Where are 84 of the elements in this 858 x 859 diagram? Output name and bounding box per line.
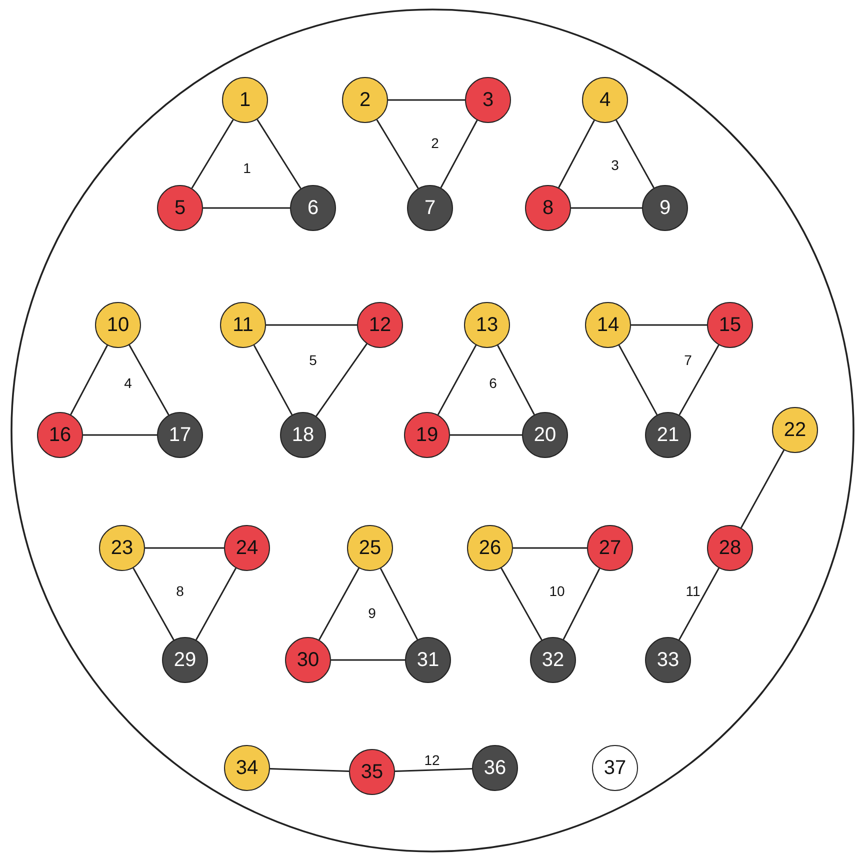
connector-line	[497, 345, 535, 415]
numbered-circle: 14	[585, 302, 631, 348]
numbered-circle: 30	[285, 637, 331, 683]
connector-line	[331, 659, 405, 661]
connector-line	[195, 568, 237, 640]
connector-line	[191, 119, 234, 189]
connector-line	[618, 344, 658, 416]
connector-line	[571, 207, 642, 209]
connector-line	[380, 568, 418, 640]
numbered-circle: 36	[472, 745, 518, 791]
numbered-circle: 7	[407, 185, 453, 231]
connector-line	[253, 344, 293, 416]
numbered-circle: 20	[522, 412, 568, 458]
connector-line	[203, 207, 290, 209]
group-number: 1	[243, 160, 251, 176]
numbered-circle: 2	[342, 77, 388, 123]
connector-line	[437, 344, 477, 416]
numbered-circle: 13	[464, 302, 510, 348]
numbered-circle: 34	[224, 745, 270, 791]
connector-line	[376, 119, 419, 189]
numbered-circle: 11	[220, 302, 266, 348]
group-number: 8	[176, 583, 184, 599]
numbered-circle: 5	[157, 185, 203, 231]
numbered-circle: 21	[645, 412, 691, 458]
connector-line	[316, 343, 368, 417]
numbered-circle: 26	[467, 525, 513, 571]
numbered-circle: 17	[157, 412, 203, 458]
group-number: 3	[611, 157, 619, 173]
numbered-circle: 18	[280, 412, 326, 458]
numbered-circle: 12	[357, 302, 403, 348]
connector-line	[266, 324, 357, 326]
connector-line	[256, 119, 302, 189]
numbered-circle: 15	[707, 302, 753, 348]
numbered-circle: 27	[587, 525, 633, 571]
connector-face-outline	[10, 8, 855, 853]
numbered-circle: 6	[290, 185, 336, 231]
numbered-circle: 31	[405, 637, 451, 683]
connector-line	[128, 344, 170, 416]
connector-line	[388, 99, 465, 101]
numbered-circle: 9	[642, 185, 688, 231]
group-number: 11	[686, 583, 700, 599]
numbered-circle: 8	[525, 185, 571, 231]
group-number: 7	[684, 352, 692, 368]
connector-line	[740, 450, 785, 528]
connector-line	[616, 120, 654, 188]
connector-line	[145, 547, 224, 549]
numbered-circle: 25	[347, 525, 393, 571]
group-number: 12	[424, 752, 440, 768]
numbered-circle: 19	[404, 412, 450, 458]
numbered-circle: 35	[349, 749, 395, 795]
numbered-circle: 32	[530, 637, 576, 683]
numbered-circle: 3	[465, 77, 511, 123]
connector-line	[631, 324, 707, 326]
connector-line	[394, 768, 472, 772]
connector-line	[513, 547, 587, 549]
numbered-circle: 28	[707, 525, 753, 571]
numbered-circle: 24	[224, 525, 270, 571]
group-number: 5	[309, 352, 317, 368]
numbered-circle: 16	[37, 412, 83, 458]
connector-line	[562, 568, 600, 640]
group-number: 9	[368, 605, 376, 621]
numbered-circle: 4	[582, 77, 628, 123]
connector-line	[132, 568, 174, 640]
numbered-circle: 37	[592, 745, 638, 791]
connector-line	[678, 568, 720, 640]
connector-line	[83, 434, 157, 436]
connector-line	[450, 434, 522, 436]
connector-line	[318, 568, 360, 640]
connector-line	[558, 120, 595, 188]
numbered-circle: 29	[162, 637, 208, 683]
numbered-circle: 22	[772, 407, 818, 453]
connector-line	[270, 768, 350, 772]
connector-line	[70, 345, 108, 415]
numbered-circle: 1	[222, 77, 268, 123]
numbered-circle: 33	[645, 637, 691, 683]
group-number: 6	[489, 375, 497, 391]
group-number: 2	[431, 135, 439, 151]
connector-line	[500, 568, 542, 640]
connector-line	[440, 120, 478, 188]
connector-line	[678, 344, 720, 416]
group-number: 4	[124, 375, 132, 391]
numbered-circle: 10	[95, 302, 141, 348]
group-number: 10	[549, 583, 565, 599]
numbered-circle: 23	[99, 525, 145, 571]
